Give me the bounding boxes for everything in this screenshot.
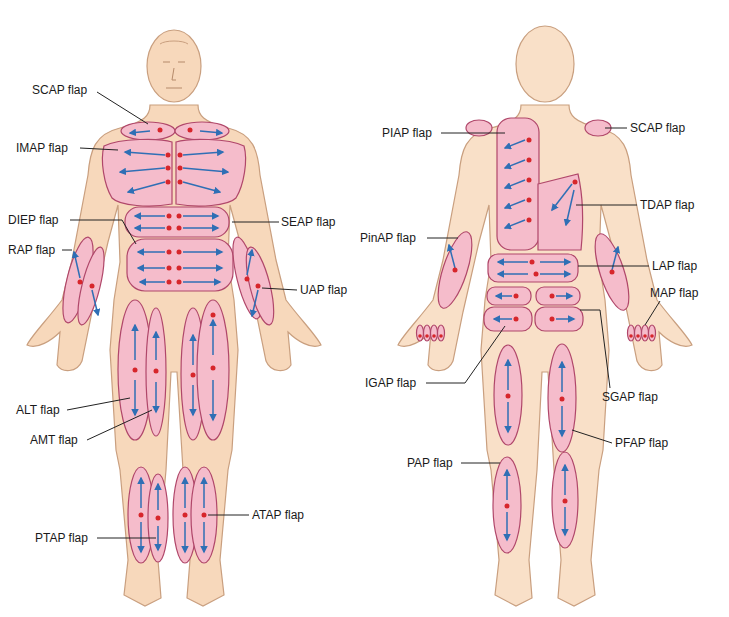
flap-label: ALT flap (16, 403, 60, 417)
flap-label: SCAP flap (630, 121, 685, 135)
flap-label: SGAP flap (602, 390, 658, 404)
flap-label: UAP flap (300, 283, 347, 297)
flap-label: PIAP flap (382, 126, 432, 140)
flap-label: AMT flap (30, 433, 78, 447)
flap-label: RAP flap (8, 243, 55, 257)
flap-label: PFAP flap (615, 436, 668, 450)
flap-label: PTAP flap (35, 531, 88, 545)
flap-label: DIEP flap (8, 213, 58, 227)
flap-label: PinAP flap (360, 231, 416, 245)
flap-label: TDAP flap (640, 198, 694, 212)
flap-label: PAP flap (407, 456, 453, 470)
flap-label: SEAP flap (281, 215, 335, 229)
flap-label: IGAP flap (365, 376, 416, 390)
flap-label: MAP flap (650, 286, 698, 300)
flap-label: LAP flap (652, 259, 697, 273)
flap-label: SCAP flap (32, 83, 87, 97)
flap-label: IMAP flap (16, 141, 68, 155)
flap-label: ATAP flap (252, 508, 304, 522)
